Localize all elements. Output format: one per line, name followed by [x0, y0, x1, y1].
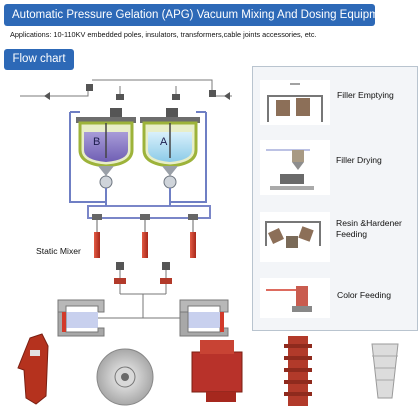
static-mixer-label: Static Mixer [36, 246, 81, 256]
dosing-valves [114, 262, 172, 284]
tank-a [140, 117, 200, 189]
insulator-disc-product-icon [96, 348, 154, 406]
top-valves [86, 84, 216, 117]
static-mixer-right [188, 214, 198, 258]
flow-chart-tab[interactable]: Flow chart [4, 49, 74, 70]
tank-b-label: B [93, 136, 100, 148]
filler-emptying-illustration [260, 80, 330, 125]
embedded-pole-product-icon [17, 333, 49, 405]
static-mixer-center [140, 214, 150, 258]
static-mixer-left [92, 214, 102, 258]
applications-text: Applications: 10-110KV embedded poles, i… [10, 30, 317, 39]
bushing-product-icon [284, 336, 312, 406]
step-label-color-feeding: Color Feeding [337, 290, 391, 300]
tank-a-label: A [160, 136, 168, 148]
mold-left [57, 299, 105, 337]
color-feeding-illustration [260, 278, 330, 318]
transformer-product-icon [191, 340, 243, 402]
step-label-filler-emptying: Filler Emptying [337, 90, 394, 100]
resin-hardener-feeding-illustration [260, 212, 330, 262]
cable-joint-product-icon [371, 343, 399, 399]
top-pipework [20, 79, 232, 100]
filler-drying-illustration [260, 140, 330, 195]
tank-b [76, 117, 136, 189]
circulation-pipes [69, 111, 211, 219]
page-title: Automatic Pressure Gelation (APG) Vacuum… [4, 4, 375, 26]
mold-right [179, 299, 229, 337]
right-vacuum-inlet [224, 92, 230, 100]
step-label-filler-drying: Filler Drying [336, 155, 382, 165]
step-label-resin-hardener-feeding: Resin &Hardener Feeding [336, 218, 404, 239]
left-vacuum-inlet [44, 92, 50, 100]
